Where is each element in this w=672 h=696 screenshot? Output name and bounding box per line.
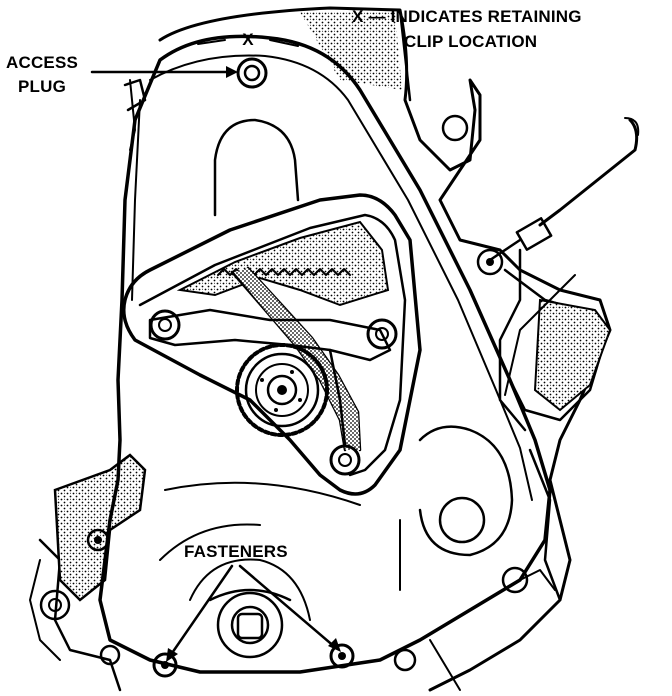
fasteners-arrowhead-left (166, 648, 178, 662)
access-plug (236, 57, 268, 89)
cam-cover-window (122, 193, 422, 496)
bracket-stipple (533, 298, 612, 412)
fasteners-arrowhead-right (328, 638, 341, 652)
fasteners-callout: FASTENERS (166, 542, 341, 662)
belt-run-stipple (234, 268, 360, 450)
timing-belt-stipple (176, 220, 390, 307)
access-plug-label-line1: ACCESS (6, 53, 78, 72)
access-plug-callout: ACCESS PLUG (6, 53, 238, 96)
intake-stipple (300, 12, 402, 90)
bracket-hole-left (149, 309, 181, 341)
camshaft-sprocket (235, 343, 329, 437)
retaining-clip-marker: X (197, 30, 299, 49)
retaining-clip-legend: X — INDICATES RETAINING CLIP LOCATION (352, 7, 582, 51)
left-bracket-stipple (53, 453, 147, 602)
retaining-clip-x-label: X (242, 30, 254, 49)
retaining-clip-legend-line1: X — INDICATES RETAINING (352, 7, 582, 26)
access-plug-arrowhead (226, 66, 238, 78)
access-plug-label-line2: PLUG (18, 77, 66, 96)
fastener-right (329, 643, 355, 669)
fastener-left (152, 652, 178, 678)
tensioner-boss (438, 496, 486, 544)
crankshaft-hub (216, 591, 284, 659)
retaining-clip-legend-line2: CLIP LOCATION (404, 32, 537, 51)
fasteners-label: FASTENERS (184, 542, 288, 561)
timing-belt-cover (98, 34, 556, 678)
engine-mount-hole (441, 114, 469, 142)
bracket-hole-right (366, 318, 398, 350)
